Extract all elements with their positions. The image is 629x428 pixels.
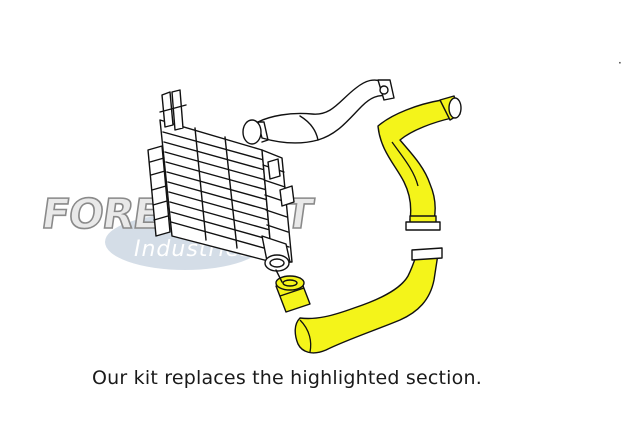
upper-highlighted-hose — [377, 95, 462, 231]
upper-stock-hose — [242, 79, 395, 145]
corner-mark: · — [618, 56, 622, 70]
outlet-connector-pipe — [275, 269, 283, 283]
lower-highlighted-hose — [275, 247, 443, 354]
diagram-caption: Our kit replaces the highlighted section… — [92, 367, 482, 389]
intercooler-core — [147, 89, 295, 272]
